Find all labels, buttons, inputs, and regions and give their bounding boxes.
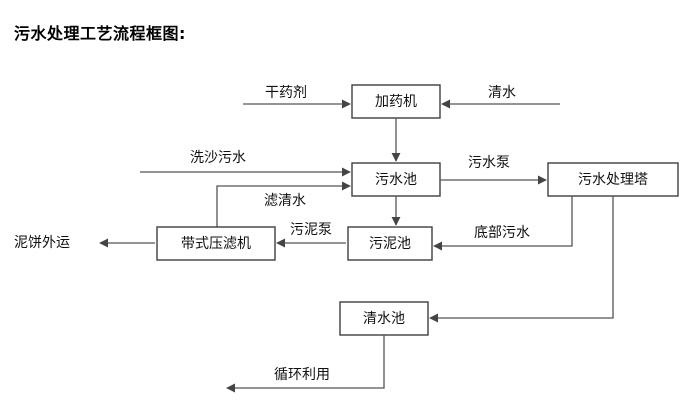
- node-sludge-pool[interactable]: [347, 226, 433, 261]
- node-label-clear-water-pool: 清水池: [363, 311, 405, 327]
- node-label-sewage-pool: 污水池: [375, 172, 417, 188]
- node-label-dosing-machine: 加药机: [375, 94, 417, 110]
- page-title: 污水处理工艺流程框图:: [14, 24, 186, 43]
- edge-label-recycle: 循环利用: [274, 367, 330, 383]
- terminal-label-mud-cake: 泥饼外运: [14, 235, 70, 251]
- edge-label-bottom-sewage: 底部污水: [474, 225, 530, 241]
- edge-label-sewage-pump: 污水泵: [468, 155, 510, 171]
- edge-clear-pool-recycle: [226, 335, 385, 393]
- edge-label-sand-sewage: 洗沙污水: [190, 150, 246, 166]
- node-label-sludge-pool: 污泥池: [369, 236, 411, 252]
- node-sewage-pool[interactable]: [351, 162, 441, 197]
- node-treatment-tower[interactable]: [547, 162, 679, 197]
- node-belt-filter-press[interactable]: [156, 226, 276, 261]
- edge-bottom-sewage-to-sludge-pool: [433, 196, 573, 251]
- edge-filtrate-to-sewage-pool: [216, 181, 351, 227]
- edge-label-clean-water: 清水: [488, 85, 516, 101]
- edge-label-sludge-pump: 污泥泵: [290, 222, 332, 238]
- edge-label-dry-agent: 干药剂: [265, 85, 307, 101]
- edge-label-filtrate: 滤清水: [264, 193, 306, 209]
- node-dosing-machine[interactable]: [351, 84, 441, 119]
- edge-tower-to-clear-pool: [429, 196, 614, 323]
- node-label-treatment-tower: 污水处理塔: [578, 172, 648, 188]
- node-clear-water-pool[interactable]: [339, 301, 429, 336]
- node-label-belt-filter-press: 带式压滤机: [181, 236, 251, 252]
